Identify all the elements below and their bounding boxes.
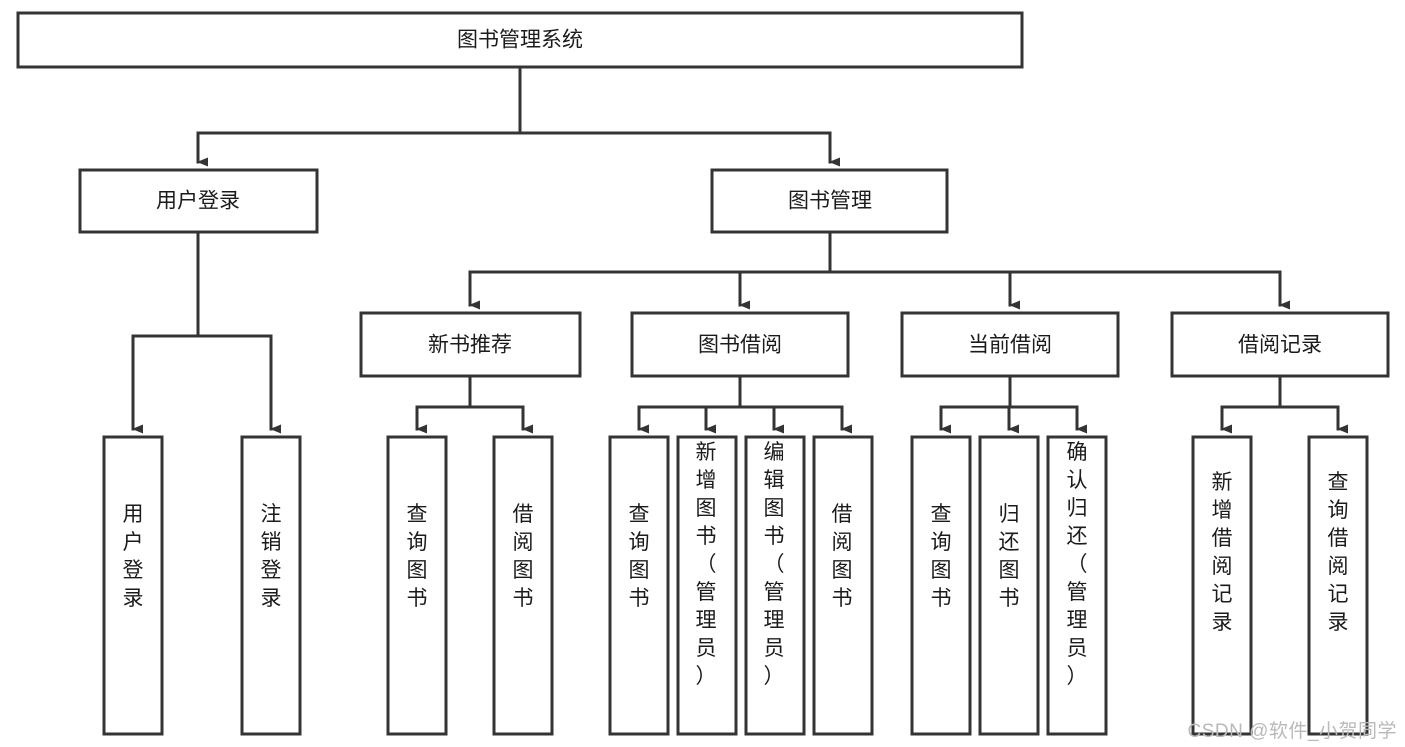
leaf-label: 确认归还（管理员） — [1067, 441, 1088, 688]
leaf-label: 编辑图书（管理员） — [764, 441, 785, 688]
leaf-box[interactable] — [240, 435, 302, 736]
node-new-book-recommend-label: 新书推荐 — [428, 334, 512, 357]
leaf-node[interactable]: 查询图书 — [910, 435, 972, 736]
leaf-label: 借阅图书 — [832, 503, 853, 610]
node-user-login-label: 用户登录 — [156, 190, 240, 213]
leaf-box[interactable] — [910, 435, 972, 736]
leaf-box[interactable] — [1046, 435, 1108, 736]
node-root[interactable]: 图书管理系统 — [16, 11, 1024, 69]
leaf-node[interactable]: 归还图书 — [978, 435, 1040, 736]
leaf-box[interactable] — [812, 435, 874, 736]
leaf-label: 新增图书（管理员） — [696, 441, 717, 688]
node-root-label: 图书管理系统 — [457, 29, 583, 52]
node-borrow-record[interactable]: 借阅记录 — [1170, 311, 1390, 378]
leaf-box[interactable] — [1307, 435, 1369, 736]
node-current-borrow-label: 当前借阅 — [968, 334, 1052, 357]
leaf-box[interactable] — [978, 435, 1040, 736]
node-borrow-record-label: 借阅记录 — [1238, 334, 1322, 357]
node-book-manage-label: 图书管理 — [788, 190, 872, 213]
node-root-box[interactable] — [16, 11, 1024, 69]
leaf-node[interactable]: 借阅图书 — [812, 435, 874, 736]
node-book-manage-box[interactable] — [710, 168, 949, 234]
leaf-box[interactable] — [492, 435, 554, 736]
node-user-login-box[interactable] — [78, 168, 319, 234]
leaf-node[interactable]: 新增借阅记录 — [1191, 435, 1253, 736]
leaf-node[interactable]: 查询图书 — [608, 435, 670, 736]
leaf-box[interactable] — [1191, 435, 1253, 736]
leaf-label: 查询图书 — [629, 503, 650, 610]
leaf-box[interactable] — [676, 435, 738, 736]
leaf-label: 新增借阅记录 — [1212, 471, 1233, 634]
node-book-borrow-box[interactable] — [630, 311, 850, 378]
leaf-label: 借阅图书 — [513, 503, 534, 610]
node-current-borrow-box[interactable] — [900, 311, 1120, 378]
leaf-label: 查询图书 — [931, 503, 952, 610]
leaf-label: 注销登录 — [261, 503, 282, 610]
node-book-manage[interactable]: 图书管理 — [710, 168, 949, 234]
leaf-label: 查询图书 — [407, 503, 428, 610]
leaf-nodes-layer: 用户登录 注销登录 查询图书 借阅图书 查询图书 新增图书（管理员） — [102, 435, 1369, 736]
node-new-book-recommend[interactable]: 新书推荐 — [359, 311, 582, 378]
leaf-node[interactable]: 查询借阅记录 — [1307, 435, 1369, 736]
leaf-label: 查询借阅记录 — [1328, 471, 1349, 634]
leaf-label: 归还图书 — [999, 503, 1020, 610]
leaf-node[interactable]: 查询图书 — [386, 435, 448, 736]
node-user-login[interactable]: 用户登录 — [78, 168, 319, 234]
node-new-book-recommend-box[interactable] — [359, 311, 582, 378]
connector-layer — [131, 65, 1348, 434]
node-book-borrow[interactable]: 图书借阅 — [630, 311, 850, 378]
leaf-box[interactable] — [386, 435, 448, 736]
leaf-box[interactable] — [102, 435, 164, 736]
leaf-node[interactable]: 编辑图书（管理员） — [744, 435, 806, 736]
leaf-node[interactable]: 新增图书（管理员） — [676, 435, 738, 736]
leaf-node[interactable]: 注销登录 — [240, 435, 302, 736]
node-book-borrow-label: 图书借阅 — [698, 334, 782, 357]
leaf-box[interactable] — [608, 435, 670, 736]
leaf-box[interactable] — [744, 435, 806, 736]
leaf-label: 用户登录 — [123, 503, 144, 610]
node-borrow-record-box[interactable] — [1170, 311, 1390, 378]
leaf-node[interactable]: 用户登录 — [102, 435, 164, 736]
leaf-node[interactable]: 借阅图书 — [492, 435, 554, 736]
leaf-node[interactable]: 确认归还（管理员） — [1046, 435, 1108, 736]
node-current-borrow[interactable]: 当前借阅 — [900, 311, 1120, 378]
